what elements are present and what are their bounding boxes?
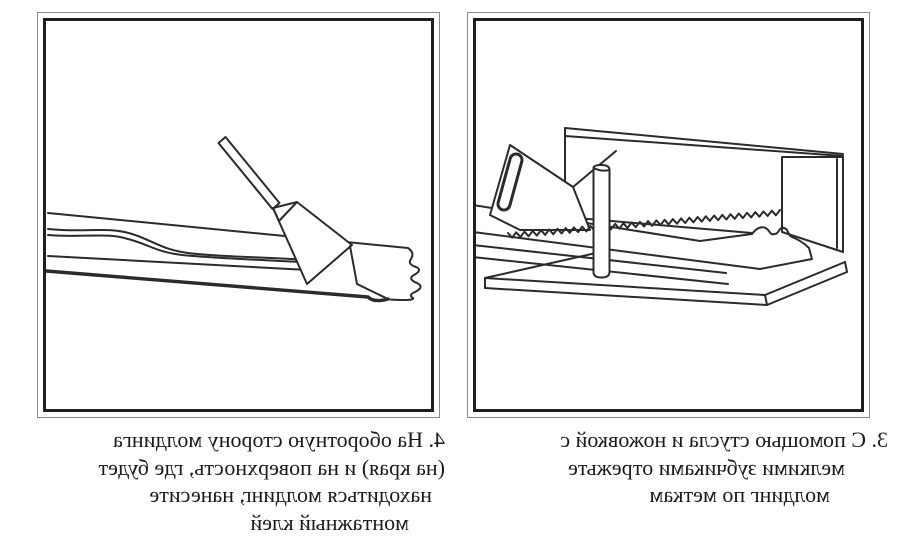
base-board — [484, 252, 848, 306]
figure-border-left — [43, 18, 434, 412]
vertical-rod — [592, 164, 611, 279]
figure-panel-left — [37, 12, 440, 418]
saw-blade-teeth — [507, 209, 781, 239]
caption-line: (на края) и на поверхность, где будет — [98, 454, 445, 480]
caption-line: 4. На оборотную сторону молдинга — [113, 427, 445, 452]
caption-line: 3. С помощью стусла и ножовкой с — [560, 427, 888, 452]
miter-box-end-cap — [781, 156, 844, 253]
torn-edge — [389, 247, 422, 301]
caption-left: 4. На оборотную сторону молдинга (на кра… — [10, 426, 445, 536]
glue-spreader-illustration — [46, 136, 422, 303]
caption-line: молдинг по меткам — [649, 482, 831, 507]
caption-line: находиться молдинг, нанесите — [149, 482, 433, 507]
figure-panel-right — [467, 12, 870, 418]
figure-border-right — [473, 18, 864, 412]
caption-line: мелкими зубчиками отрежьте — [568, 454, 845, 480]
molding-piece — [699, 226, 813, 270]
knife-handle — [217, 136, 281, 210]
miter-box-saw-illustration — [476, 127, 848, 306]
caption-line: монтажный клей — [250, 509, 409, 535]
knife-blade — [272, 201, 353, 285]
caption-right: 3. С помощью стусла и ножовкой с мелкими… — [462, 426, 888, 509]
